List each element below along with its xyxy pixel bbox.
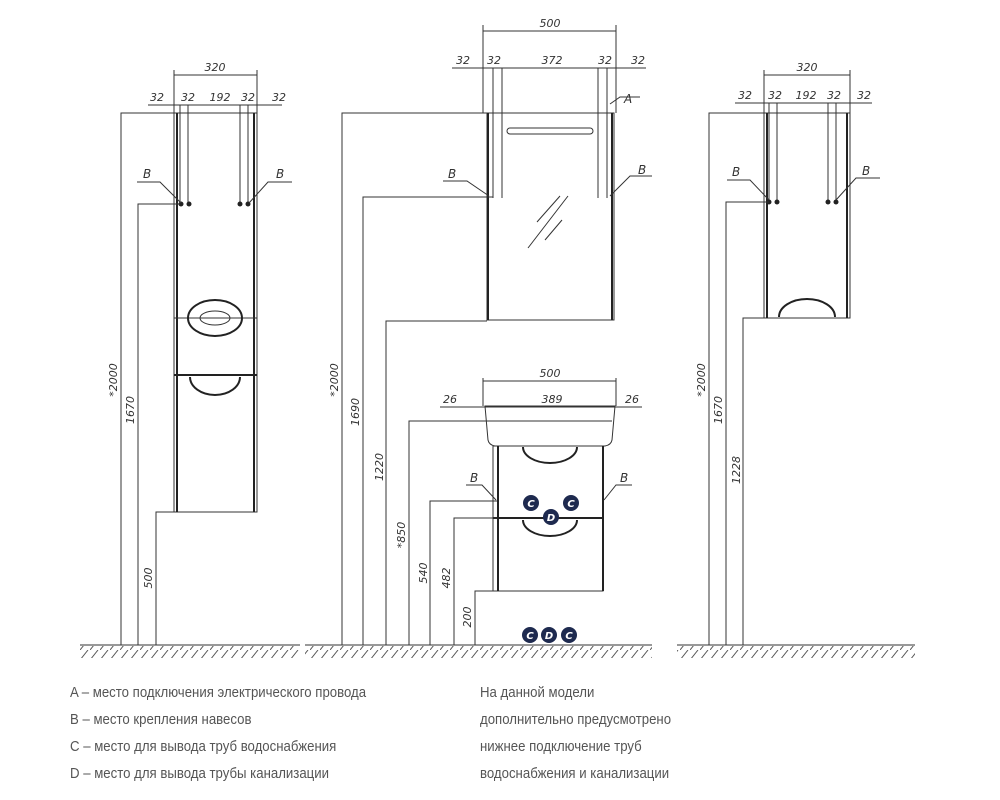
legend: A – место подключения электрического про…	[70, 679, 366, 787]
dim-width: 320	[797, 61, 818, 74]
vanity-cabinet	[484, 405, 616, 592]
label-b: B	[448, 167, 456, 181]
dim-height-hinge: 1690	[349, 398, 362, 426]
hinge-point	[825, 199, 831, 205]
pipe-markers: C C D C D C	[522, 495, 579, 643]
handle-icon	[522, 519, 578, 537]
svg-text:C: C	[526, 631, 534, 642]
dim-height-bottom: 1228	[730, 456, 743, 484]
marker-d: D	[543, 509, 559, 525]
dim-height-bottom: 200	[461, 607, 474, 628]
note-line: водоснабжения и канализации	[480, 765, 670, 782]
handle-icon	[187, 299, 243, 337]
dim-height-pipe: 482	[440, 568, 453, 589]
mirror	[486, 68, 615, 321]
label-b: B	[862, 164, 870, 178]
left-tall-cabinet	[173, 105, 258, 513]
marker-d: D	[541, 627, 557, 643]
hinge-point	[178, 201, 184, 207]
label-b: B	[732, 165, 740, 179]
label-b: B	[470, 471, 478, 485]
dim-width: 500	[540, 367, 561, 380]
dim-width: 500	[540, 17, 561, 30]
dim-height-total: *2000	[107, 363, 120, 397]
floor-right	[677, 644, 915, 658]
dim-width: 320	[205, 61, 226, 74]
marker-c: C	[522, 627, 538, 643]
dim-32: 32	[598, 54, 612, 67]
note-line: нижнее подключение труб	[480, 738, 642, 755]
handle-icon	[522, 446, 578, 464]
legend-item-a: A – место подключения электрического про…	[70, 684, 367, 701]
dim-32: 32	[456, 54, 470, 67]
right-wall-cabinet	[763, 103, 851, 319]
dim-height-bottom: 1220	[373, 453, 386, 481]
handle-icon	[189, 376, 241, 396]
right-dimensions: 320 32 32 192 32 32 *2000 1670 1228 B B	[695, 61, 880, 645]
vanity-dimensions: 500 26 389 26 *850 540 482 200 B B	[395, 367, 642, 645]
floor-left	[80, 644, 300, 658]
svg-text:C: C	[567, 499, 575, 510]
dim-32: 32	[768, 89, 782, 102]
hinge-point	[774, 199, 780, 205]
dim-height-total: *2000	[328, 363, 341, 397]
model-note: На данной модели дополнительно предусмот…	[480, 679, 671, 787]
svg-text:D: D	[545, 631, 553, 642]
svg-text:C: C	[565, 631, 573, 642]
label-b: B	[143, 167, 151, 181]
dim-32: 32	[487, 54, 501, 67]
mirror-dimensions: 500 32 32 372 32 32 *2000 1690 1220 A B …	[328, 17, 652, 645]
dim-32: 32	[857, 89, 871, 102]
dim-192: 192	[796, 89, 817, 102]
dim-32: 32	[631, 54, 645, 67]
dim-32: 32	[272, 91, 286, 104]
dim-389: 389	[542, 393, 563, 406]
dim-32: 32	[150, 91, 164, 104]
dim-32: 32	[181, 91, 195, 104]
dim-32: 32	[738, 89, 752, 102]
dim-192: 192	[210, 91, 231, 104]
dim-26: 26	[443, 393, 457, 406]
label-b: B	[620, 471, 628, 485]
legend-item-d: D – место для вывода трубы канализации	[70, 765, 329, 782]
label-a: A	[623, 92, 632, 106]
floor-middle	[305, 644, 652, 658]
svg-text:D: D	[547, 513, 555, 524]
dim-height-top: *850	[395, 522, 408, 549]
left-dimensions: 320 32 32 192 32 32 *2000 1670 500 B B	[107, 61, 292, 645]
dim-372: 372	[542, 54, 563, 67]
dim-height-hinge: 540	[417, 563, 430, 584]
label-b: B	[638, 163, 646, 177]
dim-32: 32	[241, 91, 255, 104]
svg-text:C: C	[527, 499, 535, 510]
dim-26: 26	[625, 393, 639, 406]
dim-height-hinge: 1670	[124, 396, 137, 424]
hinge-point	[237, 201, 243, 207]
hinge-point	[186, 201, 192, 207]
note-line: На данной модели	[480, 684, 595, 701]
note-line: дополнительно предусмотрено	[480, 711, 672, 728]
handle-icon	[778, 298, 836, 318]
dim-height-bottom: 500	[142, 568, 155, 589]
legend-item-b: B – место крепления навесов	[70, 711, 252, 728]
dim-height-hinge: 1670	[712, 396, 725, 424]
hinge-point	[833, 199, 839, 205]
marker-c: C	[561, 627, 577, 643]
dim-height-total: *2000	[695, 363, 708, 397]
dim-32: 32	[827, 89, 841, 102]
light-bar	[506, 127, 594, 135]
marker-c: C	[523, 495, 539, 511]
legend-item-c: C – место для вывода труб водоснабжения	[70, 738, 337, 755]
label-b: B	[276, 167, 284, 181]
marker-c: C	[563, 495, 579, 511]
